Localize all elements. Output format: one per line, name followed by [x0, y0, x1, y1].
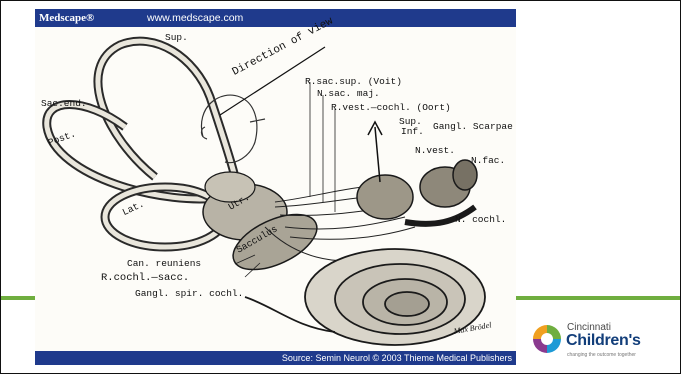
medscape-url: www.medscape.com: [147, 9, 243, 27]
label-n-cochl: N. cochl.: [455, 215, 506, 225]
source-citation: Source: Semin Neurol © 2003 Thieme Medic…: [282, 351, 512, 365]
medscape-header-bar: Medscape® www.medscape.com: [35, 9, 516, 27]
logo-tagline: changing the outcome together: [567, 352, 636, 358]
label-n-vest: N.vest.: [415, 146, 455, 156]
label-r-sac-sup: R.sac.sup. (Voit): [305, 77, 402, 87]
label-gangl-scarpae: Gangl. Scarpae: [433, 122, 513, 132]
logo-line-2: Children's: [566, 332, 641, 350]
inner-ear-figure: Medscape® www.medscape.com: [35, 9, 516, 365]
label-sac-end: Sac.end.: [41, 99, 87, 109]
green-divider-right: [515, 296, 681, 300]
label-n-fac: N.fac.: [471, 156, 505, 166]
label-gangl-spir-cochl: Gangl. spir. cochl.: [135, 289, 243, 299]
label-r-vest-cochl: R.vest.—cochl. (Oort): [331, 103, 451, 113]
label-can-reuniens: Can. reuniens: [127, 259, 201, 269]
label-sup: Sup.: [165, 33, 188, 43]
cincinnati-childrens-logo: Cincinnati Children's changing the outco…: [529, 321, 669, 361]
inner-ear-drawing: [35, 27, 516, 351]
logo-mark-icon: [529, 321, 565, 357]
medscape-brand: Medscape®: [39, 9, 94, 27]
source-footer-bar: Source: Semin Neurol © 2003 Thieme Medic…: [35, 351, 516, 365]
label-n-sac-maj: N.sac. maj.: [317, 89, 380, 99]
label-r-cochl-sacc: R.cochl.—sacc.: [101, 273, 189, 283]
label-inf-small: Inf.: [401, 127, 424, 137]
